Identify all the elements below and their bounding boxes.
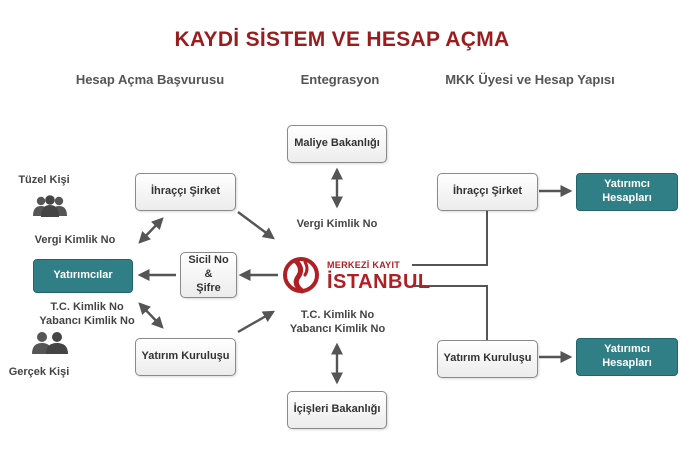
label-tc-kimlik-middle: T.C. Kimlik No [300, 309, 375, 321]
ihracci-sirket-right-box[interactable]: İhraççı Şirket [437, 173, 538, 211]
mkk-emblem-icon [283, 257, 319, 294]
mkk-istanbul-logo: MERKEZİ KAYIT İSTANBUL [282, 253, 430, 297]
label-yabanci-kimlik-left: Yabancı Kimlik No [39, 315, 135, 327]
label-tc-kimlik-left: T.C. Kimlik No [50, 301, 124, 313]
label-tuzel-kisi: Tüzel Kişi [18, 174, 70, 186]
hesap1-line-2: Hesapları [602, 192, 652, 204]
group-people-icon [33, 195, 67, 217]
column-heading-integration: Entegrasyon [300, 72, 380, 87]
hesap1-line-1: Yatırımcı [604, 178, 650, 191]
column-heading-application: Hesap Açma Başvurusu [75, 72, 225, 87]
icisleri-bakanligi-box[interactable]: İçişleri Bakanlığı [287, 391, 387, 429]
couple-people-icon [32, 332, 68, 354]
ihracci-sirket-left-box[interactable]: İhraççı Şirket [135, 173, 236, 211]
logo-text-bottom: İSTANBUL [327, 271, 431, 293]
sicil-line-3: Şifre [196, 281, 221, 294]
arrow-ihracci-yatirimcilar [138, 217, 164, 244]
sicil-line-1: Sicil No [188, 254, 229, 267]
hesap2-line-2: Hesapları [602, 357, 652, 369]
label-yabanci-kimlik-middle: Yabancı Kimlik No [289, 323, 386, 335]
yatirim-kurulusu-left-box[interactable]: Yatırım Kuruluşu [135, 338, 236, 376]
yatirimcilar-box[interactable]: Yatırımcılar [33, 259, 133, 293]
sicil-sifre-box[interactable]: Sicil No & Şifre [180, 252, 237, 298]
arrow-ihracci-logo [237, 211, 275, 240]
diagram-title: KAYDİ SİSTEM VE HESAP AÇMA [174, 28, 510, 51]
label-vergi-kimlik-middle: Vergi Kimlik No [296, 218, 378, 230]
arrow-yatirimcilar-kurulus [138, 302, 164, 329]
hesap2-line-1: Yatırımcı [604, 343, 650, 356]
logo-text-top: MERKEZİ KAYIT [327, 260, 401, 270]
yatirim-kurulusu-right-box[interactable]: Yatırım Kuruluşu [437, 340, 538, 378]
arrow-kurulus-logo [237, 310, 276, 334]
label-gercek-kisi: Gerçek Kişi [8, 366, 70, 378]
sicil-line-2: & [204, 268, 213, 281]
connector-logo-ihracci-right [412, 211, 488, 266]
column-heading-mkk: MKK Üyesi ve Hesap Yapısı [445, 72, 615, 87]
maliye-bakanligi-box[interactable]: Maliye Bakanlığı [287, 125, 387, 163]
connector-logo-kurulus-right [412, 285, 488, 340]
label-vergi-kimlik-left: Vergi Kimlik No [34, 234, 116, 246]
yatirimci-hesaplari-box-2[interactable]: Yatırımcı Hesapları [576, 338, 678, 376]
yatirimci-hesaplari-box-1[interactable]: Yatırımcı Hesapları [576, 173, 678, 211]
